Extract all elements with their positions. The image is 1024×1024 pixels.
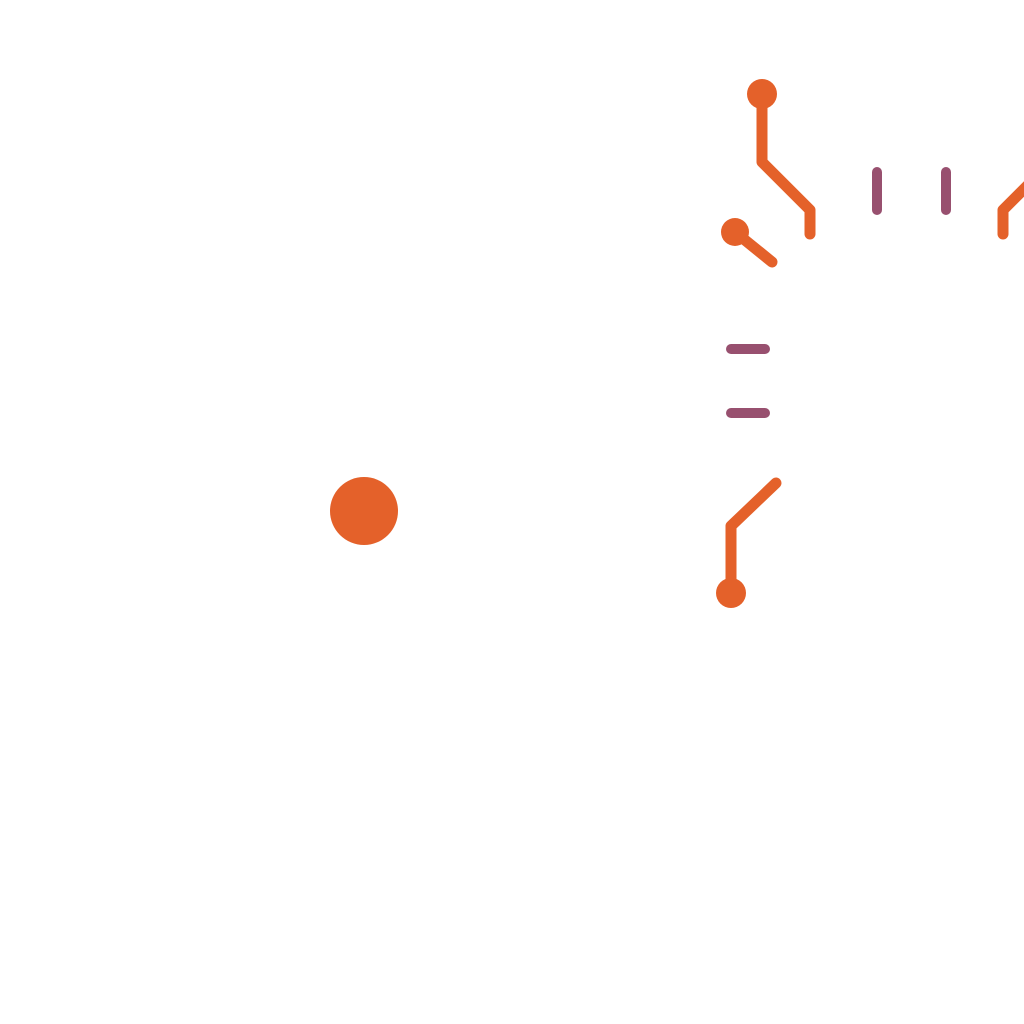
upper-short-trace-group [721,218,778,268]
top-trace-pad [747,79,777,109]
top-trace-line [756,88,816,240]
top-trace-group [747,79,816,240]
upper-short-trace-pad [721,218,749,246]
right-edge-trace-line [997,181,1024,240]
large-orange-dot [330,477,398,545]
bottom-trace-line [725,477,782,599]
bottom-trace-pad [716,578,746,608]
bottom-trace-group [716,477,782,608]
